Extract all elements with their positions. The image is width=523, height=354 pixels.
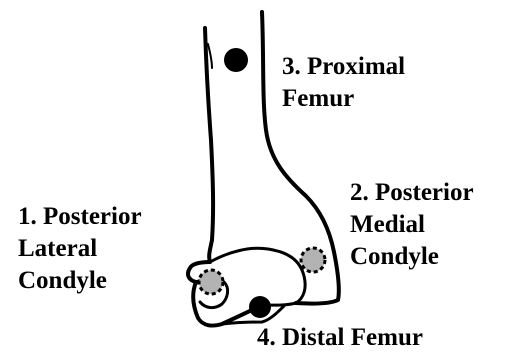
- distal-femur-marker: [249, 296, 271, 318]
- proximal-femur-label: 3. Proximal Femur: [282, 51, 405, 115]
- posterior-lateral-condyle-label-line2: Lateral: [18, 233, 142, 265]
- shaft-left-inner-line: [208, 44, 212, 68]
- posterior-lateral-condyle-label: 1. Posterior Lateral Condyle: [18, 201, 142, 297]
- posterior-medial-condyle-label: 2. Posterior Medial Condyle: [350, 177, 474, 273]
- posterior-lateral-condyle-label-line3: Condyle: [18, 265, 142, 297]
- posterior-medial-condyle-marker: [301, 248, 325, 272]
- proximal-femur-label-line2: Femur: [282, 83, 405, 115]
- distal-femur-label: 4. Distal Femur: [257, 322, 423, 354]
- posterior-medial-condyle-label-line2: Medial: [350, 209, 474, 241]
- posterior-medial-condyle-label-line1: 2. Posterior: [350, 177, 474, 209]
- proximal-femur-marker: [224, 48, 248, 72]
- posterior-lateral-condyle-label-line1: 1. Posterior: [18, 201, 142, 233]
- proximal-femur-label-line1: 3. Proximal: [282, 51, 405, 83]
- distal-femur-label-line1: 4. Distal Femur: [257, 322, 423, 354]
- posterior-lateral-condyle-marker: [199, 270, 223, 294]
- posterior-medial-condyle-label-line3: Condyle: [350, 241, 474, 273]
